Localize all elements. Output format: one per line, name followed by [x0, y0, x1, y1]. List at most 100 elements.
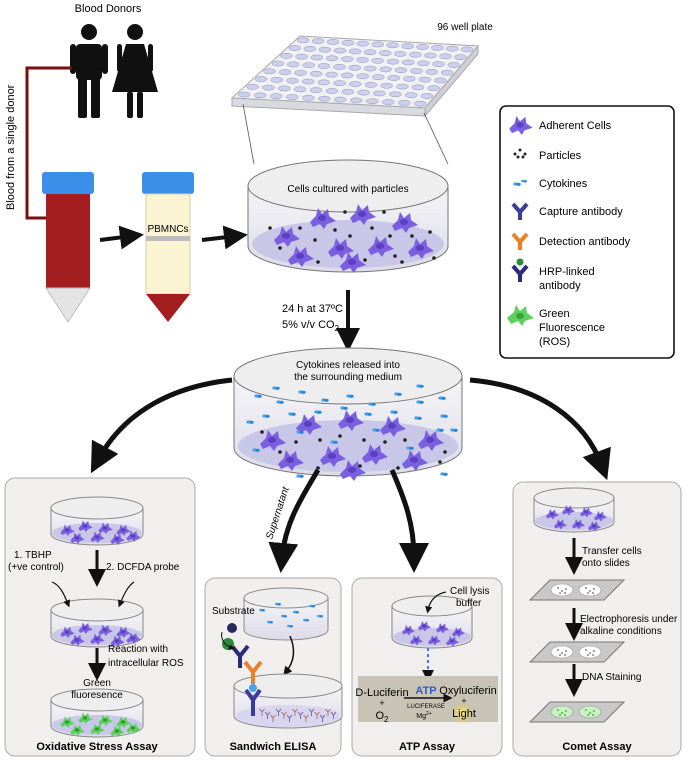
blood-tube	[42, 172, 94, 323]
well	[414, 100, 427, 107]
cytokine	[406, 446, 414, 450]
well	[373, 90, 386, 97]
well	[404, 92, 418, 98]
elisa-panel	[204, 577, 343, 757]
adherent-cell	[588, 521, 601, 532]
microscope-slide	[528, 641, 626, 663]
well	[309, 87, 323, 93]
arrow-to-oxidative	[90, 377, 233, 474]
adherent-cell	[340, 252, 366, 273]
cytokine	[436, 428, 444, 432]
well	[295, 53, 308, 60]
adherent-cell	[278, 450, 304, 471]
well	[296, 37, 310, 44]
adherent-cell	[408, 238, 434, 259]
lysis-line1: Cell lysis	[450, 586, 489, 597]
dcfda-arrow	[117, 581, 135, 608]
plate-zoom-line-left	[242, 103, 255, 165]
elisa-title: Sandwich ELISA	[230, 741, 317, 753]
well	[341, 39, 355, 46]
well	[278, 85, 291, 92]
well	[294, 70, 307, 76]
cytokine	[314, 410, 322, 414]
adherent-cell	[340, 460, 366, 481]
adherent-cell	[90, 723, 105, 736]
well	[325, 88, 339, 94]
well	[254, 92, 267, 99]
cytokine	[296, 474, 304, 478]
ox-reaction-line2: intracellular ROS	[108, 658, 184, 669]
comet-step3: DNA Staining	[582, 672, 641, 683]
well	[238, 91, 251, 98]
capture-antibody	[325, 708, 331, 716]
legend: Adherent CellsParticlesCytokinesCapture …	[499, 105, 675, 359]
adherent-cell	[380, 416, 406, 437]
well	[425, 69, 438, 75]
cytokine	[287, 624, 293, 628]
particle	[298, 226, 302, 230]
adherent-cell	[70, 724, 85, 737]
legend-label-2: Fluorescence	[539, 322, 605, 334]
particle	[403, 438, 407, 442]
well	[446, 45, 459, 52]
pbmnc-tube	[142, 172, 194, 322]
oxidative-title: Oxidative Stress Assay	[36, 741, 158, 753]
particle	[343, 210, 347, 214]
adherent-cell	[70, 532, 85, 545]
adherent-cell	[446, 636, 459, 647]
well	[270, 93, 283, 100]
legend-label-2: antibody	[539, 280, 581, 292]
well	[262, 84, 275, 91]
cytokine	[254, 394, 262, 398]
cytokines-icon	[513, 179, 527, 186]
well	[372, 74, 385, 80]
well	[326, 39, 340, 45]
well	[447, 62, 461, 68]
release-line1: Cytokines released into	[296, 360, 400, 371]
adherent-cell	[594, 511, 607, 522]
cytokine	[521, 179, 527, 183]
well	[371, 41, 385, 48]
capture-antibody	[281, 711, 287, 719]
legend-particle	[518, 148, 522, 152]
cytokine	[296, 430, 304, 434]
well	[271, 60, 285, 67]
ox-step1-line1: 1. TBHP	[14, 550, 52, 561]
legend-particle	[513, 152, 517, 156]
capture-antibody	[303, 714, 309, 722]
well	[254, 76, 268, 82]
plate-zoom-line-right	[423, 112, 449, 165]
well	[363, 65, 377, 72]
particle	[370, 226, 374, 230]
well	[348, 64, 362, 71]
well	[398, 100, 411, 106]
green-fluorescence-icon	[507, 305, 534, 326]
d-luciferin: D-Luciferin	[355, 687, 408, 699]
capture-antibody	[264, 711, 271, 719]
atp-label: ATP	[415, 685, 436, 697]
well	[424, 52, 437, 59]
well	[356, 73, 369, 80]
adherent-cell	[126, 632, 141, 645]
female-donor-icon	[112, 24, 158, 118]
cytokine	[390, 410, 398, 414]
cytokine	[288, 412, 296, 416]
well	[318, 46, 332, 53]
pbmnc-label: PBMNCs	[147, 224, 188, 235]
adherent-cell	[78, 520, 93, 533]
well	[364, 82, 378, 88]
particle	[363, 258, 367, 262]
particle	[333, 228, 337, 232]
oxidative-panel	[4, 477, 196, 757]
well	[431, 44, 444, 51]
well	[280, 52, 293, 59]
well	[341, 56, 354, 62]
adherent-cell	[116, 524, 131, 537]
particle	[443, 450, 447, 454]
adherent-cell	[402, 450, 428, 471]
well	[349, 81, 362, 87]
adherent-cell	[90, 633, 105, 646]
well	[434, 77, 447, 84]
donor-blood-line	[25, 66, 72, 220]
well	[432, 61, 445, 67]
